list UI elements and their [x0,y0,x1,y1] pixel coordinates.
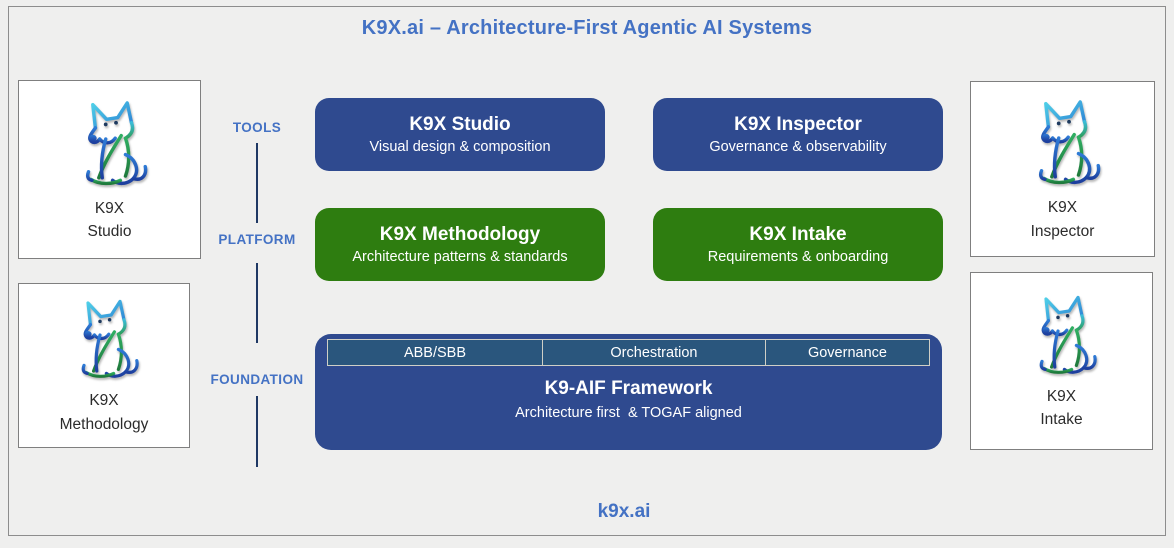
logo-card-label-line1: K9X [1047,199,1078,217]
k9x-dog-logo-icon [81,300,139,379]
product-name: K9X Intake [749,224,847,245]
logo-card-label-line2: Studio [87,223,132,240]
framework-name: K9-AIF Framework [544,378,713,399]
logo-card-label: K9X Methodology [60,389,149,436]
product-name: K9X Methodology [379,224,541,245]
product-box-methodology: K9X Methodology Architecture patterns & … [315,208,605,281]
spine-line-segment [256,143,258,223]
logo-card-label-line1: K9X [89,392,119,410]
product-desc: Governance & observability [709,139,887,155]
product-box-intake: K9X Intake Requirements & onboarding [653,208,943,281]
logo-card-intake: K9X Intake [970,272,1153,450]
framework-text: K9-AIF Framework Architecture first & TO… [315,378,942,421]
k9x-dog-logo-icon [1038,100,1100,185]
logo-card-label-line2: Methodology [59,415,149,433]
logo-card-label-line2: Inspector [1030,222,1095,240]
spine-label-platform: PLATFORM [218,232,296,247]
spine-label-tools: TOOLS [232,120,282,135]
logo-card-label-line1: K9X [94,199,125,217]
framework-desc: Architecture first & TOGAF aligned [515,405,742,421]
logo-card-label: K9X Intake [1040,385,1082,432]
logo-card-label: K9X Inspector [1031,196,1095,243]
logo-card-studio: K9X Studio [18,80,201,259]
product-name: K9X Studio [409,114,511,135]
foundation-pillar-strip: ABB/SBB Orchestration Governance [327,339,930,366]
product-desc: Architecture patterns & standards [352,249,568,265]
slide-title: K9X.ai – Architecture-First Agentic AI S… [361,17,813,39]
product-desc: Requirements & onboarding [707,249,889,265]
pillar-governance: Governance [764,340,929,365]
slide-footer-brand: k9x.ai [597,501,651,522]
logo-card-label: K9X Studio [88,197,132,244]
k9x-dog-logo-icon [85,100,147,185]
pillar-abb-sbb: ABB/SBB [403,344,466,361]
spine-label-foundation: FOUNDATION [210,372,304,387]
k9x-dog-logo-icon [1039,295,1097,374]
logo-card-inspector: K9X Inspector [970,81,1155,257]
slide-frame [8,6,1166,536]
product-box-studio: K9X Studio Visual design & composition [315,98,605,171]
product-desc: Visual design & composition [369,139,551,155]
pillar-orchestration: Orchestration [541,340,765,365]
product-name: K9X Inspector [734,114,862,135]
logo-card-label-line1: K9X [1046,387,1077,405]
logo-card-label-line2: Intake [1040,411,1083,428]
spine-line-segment [256,396,258,467]
spine-line-segment [256,263,258,343]
foundation-box: ABB/SBB Orchestration Governance K9-AIF … [315,334,942,450]
logo-card-methodology: K9X Methodology [18,283,190,448]
product-box-inspector: K9X Inspector Governance & observability [653,98,943,171]
